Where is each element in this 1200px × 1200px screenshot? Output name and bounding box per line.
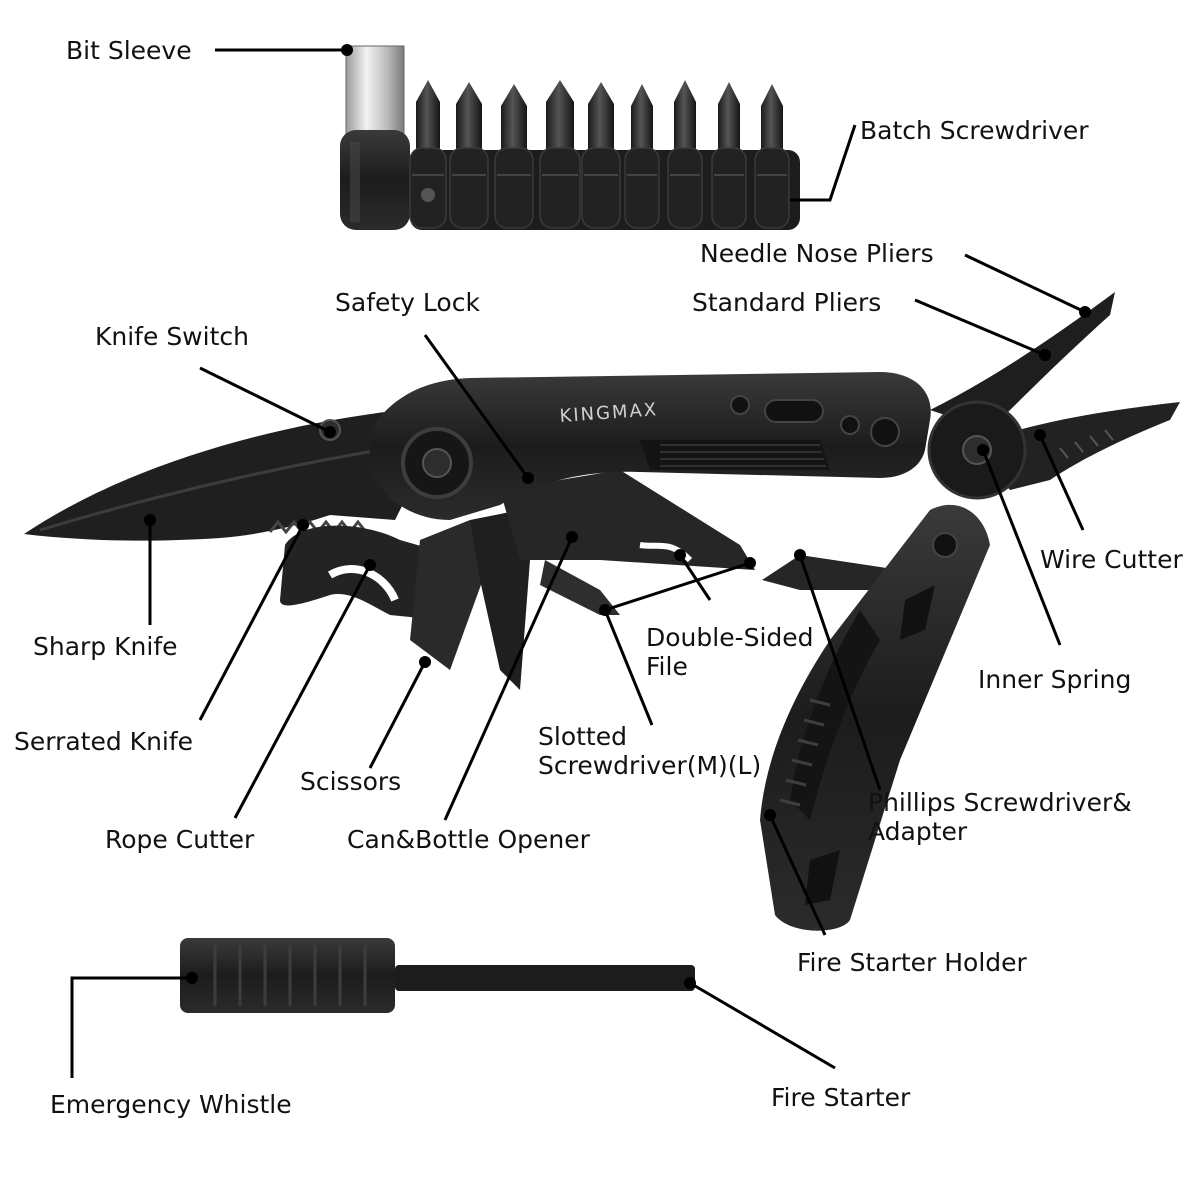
label-sharp-knife: Sharp Knife xyxy=(33,632,178,661)
screwdriver-bit xyxy=(761,84,783,155)
leader-phillips xyxy=(798,554,882,791)
label-double-sided-file-line1: Double-Sided xyxy=(646,623,814,652)
leader-scissors xyxy=(368,661,427,769)
leader-slotted-screwdriver xyxy=(603,561,751,726)
leader-standard-pliers xyxy=(914,298,1046,357)
label-safety-lock: Safety Lock xyxy=(335,288,480,317)
emergency-whistle-grip xyxy=(180,938,395,1013)
leader-batch-screwdriver xyxy=(790,124,857,202)
bit-sleeve-graphic xyxy=(340,45,410,230)
fire-starter-graphic xyxy=(180,938,695,1013)
screwdriver-bit xyxy=(501,84,527,155)
ferro-rod xyxy=(395,965,695,991)
leader-rope-cutter xyxy=(233,564,372,819)
grip-texture xyxy=(640,440,830,470)
screwdriver-bits xyxy=(409,80,790,229)
label-bit-sleeve: Bit Sleeve xyxy=(66,36,192,65)
lower-handle xyxy=(760,504,990,931)
label-double-sided-file-line2: File xyxy=(646,652,688,681)
label-needle-nose-pliers: Needle Nose Pliers xyxy=(700,239,934,268)
label-slotted-screwdriver-line2: Screwdriver(M)(L) xyxy=(538,751,762,780)
label-standard-pliers: Standard Pliers xyxy=(692,288,882,317)
leader-can-opener xyxy=(443,536,574,821)
screwdriver-bit xyxy=(718,82,740,155)
bit-holder-slot xyxy=(667,147,703,229)
bit-holder-slot xyxy=(494,147,534,229)
pliers-teeth xyxy=(1059,429,1114,459)
bit-holder-slot xyxy=(624,147,660,229)
pliers-jaw-upper xyxy=(930,292,1115,430)
label-wire-cutter: Wire Cutter xyxy=(1040,545,1183,574)
leader-safety-lock xyxy=(423,334,530,479)
screwdriver-bit xyxy=(456,82,482,155)
bit-holder-slot xyxy=(754,147,790,229)
knife-blade xyxy=(24,412,420,541)
label-scissors: Scissors xyxy=(300,767,402,796)
leader-fire-starter-holder xyxy=(768,814,827,936)
screwdriver-bit xyxy=(416,80,440,155)
handle-ridges xyxy=(779,698,831,807)
whistle-ridges xyxy=(213,945,367,1006)
leader-emergency-whistle xyxy=(70,976,192,1078)
screwdriver-bit xyxy=(631,84,653,155)
phillips-screwdriver xyxy=(762,555,905,590)
bit-holder-slot xyxy=(539,147,581,229)
label-phillips-line1: Phillips Screwdriver& xyxy=(868,788,1132,817)
label-batch-screwdriver: Batch Screwdriver xyxy=(860,116,1089,145)
scissors-blade-left xyxy=(410,520,490,670)
bit-holder-slot xyxy=(711,147,747,229)
scissors-blade-right xyxy=(470,510,530,690)
bit-holder-slot xyxy=(449,147,489,229)
bit-holder-slot xyxy=(581,147,621,229)
grip-lines xyxy=(660,444,826,467)
leader-file xyxy=(678,554,712,601)
multitool-body: KINGMAX xyxy=(24,292,1180,931)
screwdriver-bit xyxy=(588,82,614,155)
holder-hole xyxy=(421,188,435,202)
leader-needle-nose xyxy=(964,253,1086,314)
label-slotted-screwdriver-line1: Slotted xyxy=(538,722,627,751)
leader-wire-cutter xyxy=(1038,434,1085,531)
label-phillips-line2: Adapter xyxy=(868,817,968,846)
double-sided-file xyxy=(540,560,620,615)
can-opener xyxy=(500,470,755,570)
label-inner-spring: Inner Spring xyxy=(978,665,1132,694)
leader-fire-starter xyxy=(689,981,836,1070)
label-emergency-whistle: Emergency Whistle xyxy=(50,1090,292,1119)
label-fire-starter-holder: Fire Starter Holder xyxy=(797,948,1027,977)
leader-serrated-knife xyxy=(198,524,305,721)
handle-slot xyxy=(764,399,824,423)
label-fire-starter: Fire Starter xyxy=(771,1083,911,1112)
screwdriver-bit xyxy=(546,80,574,155)
leader-lines xyxy=(70,48,1086,1078)
screwdriver-bit xyxy=(674,80,696,155)
leader-inner-spring xyxy=(981,449,1062,646)
leader-knife-switch xyxy=(199,366,331,434)
leader-dots xyxy=(144,44,1091,989)
label-knife-switch: Knife Switch xyxy=(95,322,249,351)
label-serrated-knife: Serrated Knife xyxy=(14,727,194,756)
label-rope-cutter: Rope Cutter xyxy=(105,825,255,854)
bit-set xyxy=(340,45,800,230)
label-can-bottle-opener: Can&Bottle Opener xyxy=(347,825,590,854)
